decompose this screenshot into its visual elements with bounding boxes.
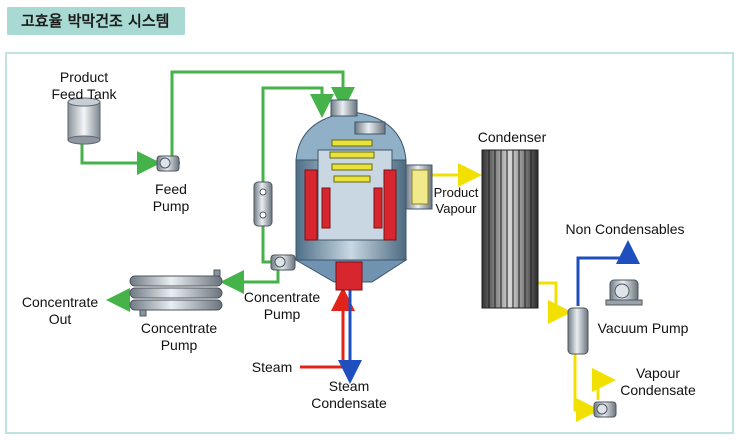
feed-pump: [156, 155, 180, 172]
label-vacuum-pump: Vacuum Pump: [598, 320, 689, 336]
vapour-pipes: [432, 163, 616, 422]
label-product-feed-tank-line2: Feed Tank: [51, 86, 117, 102]
filter-unit: [253, 181, 273, 227]
label-product-vapour-line1: Product: [434, 185, 479, 200]
label-concentrate-pump-center-line2: Pump: [264, 306, 301, 322]
label-concentrate-pump-left-line1: Concentrate: [141, 320, 217, 336]
concentrate-pump-center: [270, 254, 296, 271]
label-condenser: Condenser: [478, 129, 547, 145]
label-concentrate-pump-left-line2: Pump: [161, 337, 198, 353]
diagram-labels: Product Feed Tank Feed Pump Concentrate …: [22, 69, 696, 411]
concentrate-heat-exchanger: [129, 269, 223, 317]
vapour-condensate-pump: [593, 401, 617, 418]
condenser: [481, 149, 539, 309]
label-product-feed-tank-line1: Product: [60, 69, 108, 85]
page-title: 고효율 박막건조 시스템: [7, 7, 185, 35]
product-feed-tank: [67, 97, 101, 145]
label-concentrate-out-line1: Concentrate: [22, 294, 98, 310]
steam-pipes: [300, 287, 362, 384]
label-concentrate-pump-center-line1: Concentrate: [244, 289, 320, 305]
label-product-vapour-line2: Vapour: [436, 201, 478, 216]
label-steam: Steam: [252, 359, 292, 375]
vacuum-pump: [605, 279, 643, 306]
non-condensables-pipe: [576, 240, 640, 306]
vacuum-separator: [567, 307, 589, 355]
thin-film-evaporator: [294, 99, 433, 291]
label-steam-condensate-line1: Steam: [329, 378, 369, 394]
label-vapour-condensate-line2: Condensate: [620, 382, 696, 398]
label-concentrate-out-line2: Out: [49, 311, 72, 327]
label-steam-condensate-line2: Condensate: [311, 395, 387, 411]
label-feed-pump-line2: Pump: [153, 198, 190, 214]
label-non-condensables: Non Condensables: [565, 221, 684, 237]
label-feed-pump-line1: Feed: [155, 181, 187, 197]
label-vapour-condensate-line1: Vapour: [636, 365, 680, 381]
